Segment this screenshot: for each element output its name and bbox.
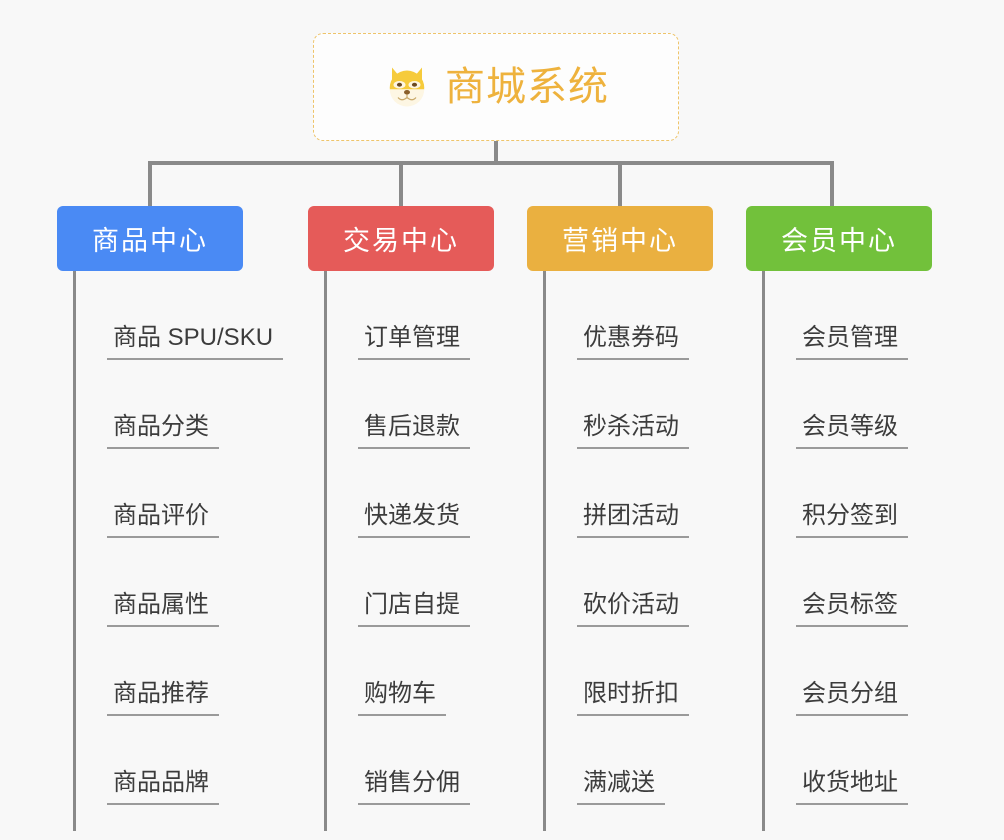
- connector-drop-member-center: [830, 161, 834, 206]
- leaf-label: 商品品牌: [107, 769, 219, 805]
- root-node-title: 商城系统: [445, 65, 609, 109]
- category-header-label: 交易中心: [343, 226, 459, 256]
- list-item[interactable]: 积分签到: [762, 449, 932, 538]
- list-item[interactable]: 购物车: [324, 627, 494, 716]
- leaf-label: 砍价活动: [577, 591, 689, 627]
- list-item[interactable]: 商品推荐: [73, 627, 243, 716]
- column-spine: [324, 271, 327, 831]
- list-item[interactable]: 会员标签: [762, 538, 932, 627]
- leaf-label: 会员管理: [796, 324, 908, 360]
- leaf-list-product-center: 商品 SPU/SKU 商品分类 商品评价 商品属性 商品推荐 商品品牌: [73, 271, 284, 831]
- list-item[interactable]: 商品分类: [73, 360, 243, 449]
- list-item[interactable]: 收货地址: [762, 716, 932, 805]
- connector-drop-marketing-center: [618, 161, 622, 206]
- leaf-label: 优惠券码: [577, 324, 689, 360]
- list-item[interactable]: 商品评价: [73, 449, 243, 538]
- leaf-label: 商品推荐: [107, 680, 219, 716]
- leaf-label: 会员分组: [796, 680, 908, 716]
- leaf-list-trade-center: 订单管理 售后退款 快递发货 门店自提 购物车 销售分佣: [324, 271, 494, 831]
- connector-horizontal-bus: [148, 161, 832, 165]
- list-item[interactable]: 会员等级: [762, 360, 932, 449]
- category-header-label: 营销中心: [562, 226, 678, 256]
- leaf-label: 商品评价: [107, 502, 219, 538]
- list-item[interactable]: 商品属性: [73, 538, 243, 627]
- category-header-label: 会员中心: [781, 226, 897, 256]
- leaf-label: 门店自提: [358, 591, 470, 627]
- connector-drop-product-center: [148, 161, 152, 206]
- list-item[interactable]: 售后退款: [324, 360, 494, 449]
- leaf-label: 商品分类: [107, 413, 219, 449]
- list-item[interactable]: 销售分佣: [324, 716, 494, 805]
- column-trade-center: 交易中心 订单管理 售后退款 快递发货 门店自提 购物车 销售分佣: [308, 206, 494, 831]
- leaf-list-member-center: 会员管理 会员等级 积分签到 会员标签 会员分组 收货地址: [762, 271, 932, 831]
- leaf-label: 商品属性: [107, 591, 219, 627]
- category-header-label: 商品中心: [92, 226, 208, 256]
- category-header-marketing-center[interactable]: 营销中心: [527, 206, 713, 271]
- leaf-label: 购物车: [358, 680, 446, 716]
- list-item[interactable]: 秒杀活动: [543, 360, 713, 449]
- leaf-label: 满减送: [577, 769, 665, 805]
- leaf-label: 秒杀活动: [577, 413, 689, 449]
- leaf-label: 会员等级: [796, 413, 908, 449]
- leaf-label: 订单管理: [358, 324, 470, 360]
- list-item[interactable]: 门店自提: [324, 538, 494, 627]
- list-item[interactable]: 砍价活动: [543, 538, 713, 627]
- list-item[interactable]: 订单管理: [324, 271, 494, 360]
- leaf-list-marketing-center: 优惠券码 秒杀活动 拼团活动 砍价活动 限时折扣 满减送: [543, 271, 713, 831]
- column-member-center: 会员中心 会员管理 会员等级 积分签到 会员标签 会员分组 收货地址: [746, 206, 932, 831]
- root-node-shop-system[interactable]: 商城系统: [313, 33, 679, 141]
- list-item[interactable]: 拼团活动: [543, 449, 713, 538]
- column-spine: [543, 271, 546, 831]
- leaf-label: 商品 SPU/SKU: [107, 324, 284, 360]
- column-spine: [762, 271, 765, 831]
- connector-root-stem: [494, 141, 498, 163]
- list-item[interactable]: 商品 SPU/SKU: [73, 271, 284, 360]
- leaf-label: 积分签到: [796, 502, 908, 538]
- leaf-label: 售后退款: [358, 413, 470, 449]
- shiba-dog-face-icon: [389, 67, 425, 107]
- category-header-product-center[interactable]: 商品中心: [57, 206, 243, 271]
- leaf-label: 收货地址: [796, 769, 908, 805]
- list-item[interactable]: 会员分组: [762, 627, 932, 716]
- category-header-member-center[interactable]: 会员中心: [746, 206, 932, 271]
- leaf-label: 限时折扣: [577, 680, 689, 716]
- category-header-trade-center[interactable]: 交易中心: [308, 206, 494, 271]
- list-item[interactable]: 限时折扣: [543, 627, 713, 716]
- leaf-label: 销售分佣: [358, 769, 470, 805]
- list-item[interactable]: 商品品牌: [73, 716, 243, 805]
- list-item[interactable]: 优惠券码: [543, 271, 713, 360]
- leaf-label: 快递发货: [358, 502, 470, 538]
- column-marketing-center: 营销中心 优惠券码 秒杀活动 拼团活动 砍价活动 限时折扣 满减送: [527, 206, 713, 831]
- list-item[interactable]: 快递发货: [324, 449, 494, 538]
- list-item[interactable]: 会员管理: [762, 271, 932, 360]
- leaf-label: 拼团活动: [577, 502, 689, 538]
- column-spine: [73, 271, 76, 831]
- connector-drop-trade-center: [399, 161, 403, 206]
- column-product-center: 商品中心 商品 SPU/SKU 商品分类 商品评价 商品属性 商品推荐 商品品牌: [57, 206, 284, 831]
- leaf-label: 会员标签: [796, 591, 908, 627]
- list-item[interactable]: 满减送: [543, 716, 713, 805]
